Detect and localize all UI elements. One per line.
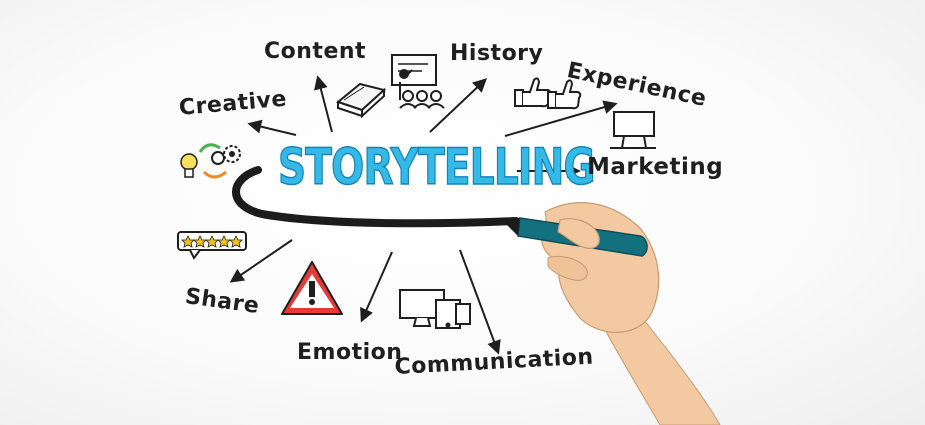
- underline-swoosh: [232, 166, 520, 228]
- hand-with-marker: [504, 202, 721, 425]
- arrow-creative: [247, 119, 297, 136]
- label-history: History: [450, 41, 544, 66]
- arrows: [229, 75, 618, 355]
- rating-stars-icon: [177, 231, 247, 260]
- devices-icon: [399, 289, 471, 329]
- finger: [547, 255, 588, 281]
- thumbs-up-icon: [514, 77, 582, 110]
- book-icon: [335, 82, 387, 119]
- forearm: [599, 299, 721, 425]
- thumb: [557, 218, 600, 249]
- arrow-communication: [459, 249, 501, 355]
- label-marketing: Marketing: [587, 154, 724, 180]
- arrow-content: [314, 75, 333, 133]
- arrow-history: [429, 78, 488, 133]
- storytelling-title: STORYTELLING: [277, 137, 596, 197]
- billboard-icon: [610, 111, 656, 149]
- arrow-emotion: [360, 251, 393, 323]
- warning-icon: [281, 261, 343, 315]
- label-content: Content: [264, 39, 367, 64]
- arrow-share: [229, 239, 293, 283]
- label-emotion: Emotion: [297, 340, 403, 365]
- presentation-icon: [391, 54, 445, 109]
- lightbulb-gears-icon: [180, 143, 241, 179]
- arrow-experience: [504, 100, 618, 137]
- marker-tip: [504, 218, 520, 236]
